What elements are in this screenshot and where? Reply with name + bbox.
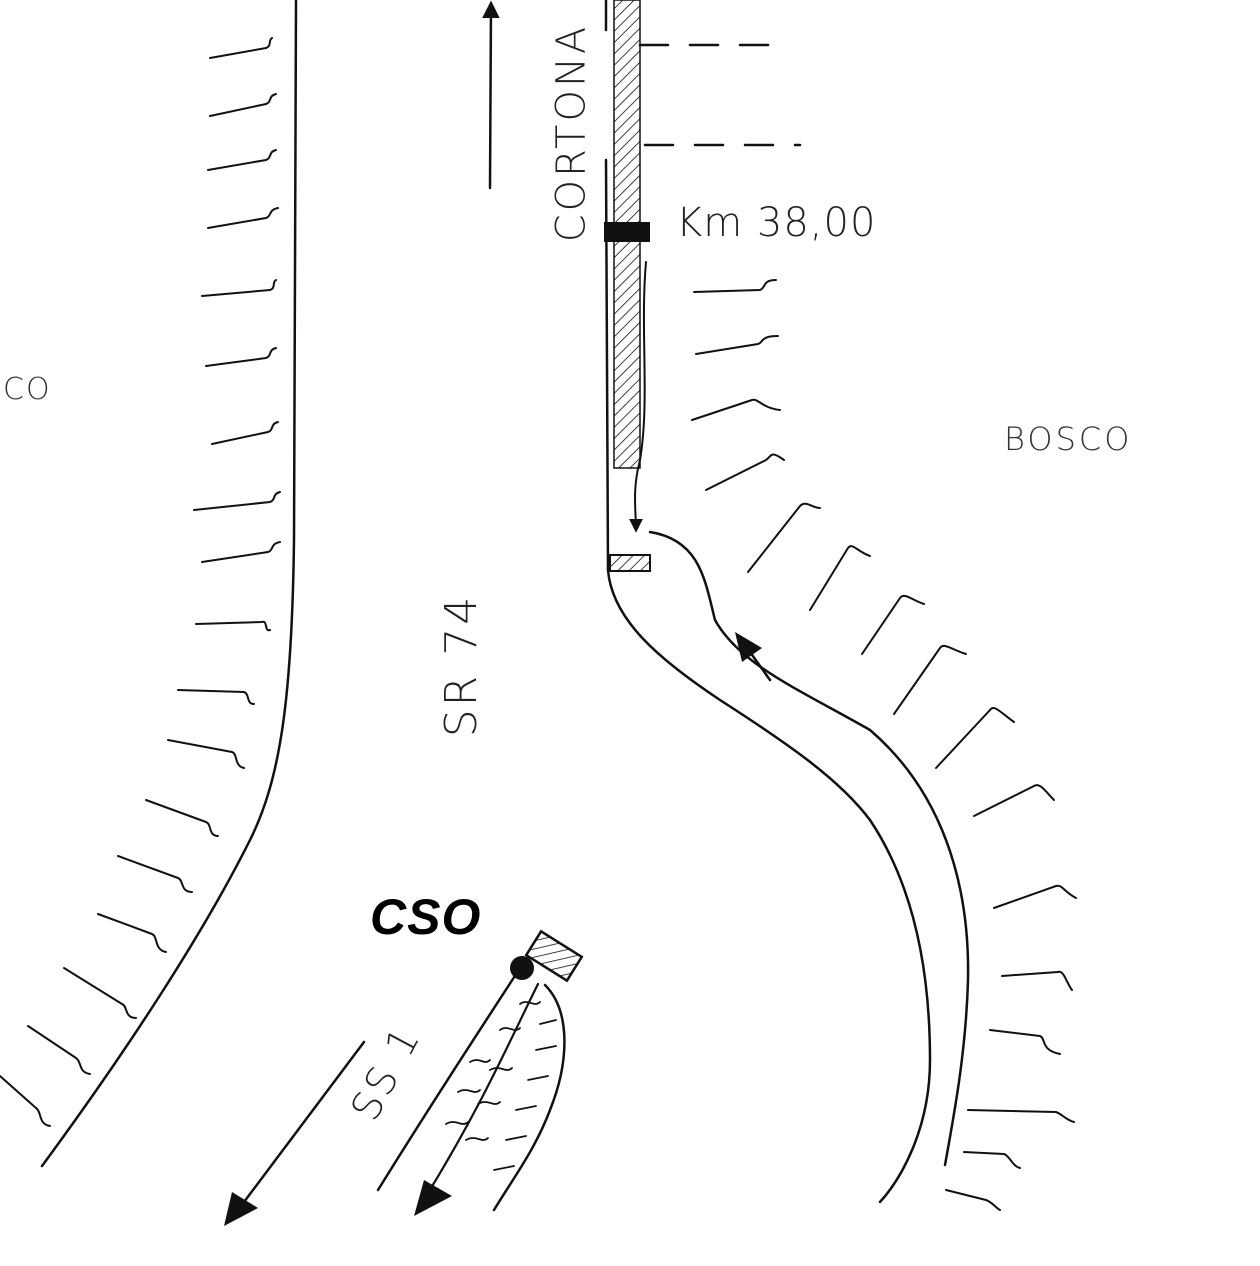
right-road-edge — [604, 0, 610, 572]
ramp-right-edge — [492, 983, 566, 1212]
ramp-left-edge — [376, 966, 522, 1192]
ramp-ticks — [445, 1001, 557, 1171]
left-road-edge — [40, 0, 298, 1168]
bosco-right-label: BOSCO — [1004, 420, 1133, 458]
side-lane-edge — [648, 530, 970, 1167]
right-road-edge-curve — [606, 568, 932, 1204]
cso-hatched-box — [524, 929, 584, 983]
cso-point — [510, 956, 534, 980]
ss1-arrowhead — [224, 1192, 258, 1226]
right-forest-marks — [691, 279, 1077, 1211]
bosco-left-label: SCO — [0, 372, 52, 407]
left-forest-marks — [0, 37, 281, 1127]
ramp-arrowhead — [414, 1180, 452, 1216]
side-lane-arrowhead — [735, 632, 762, 662]
divider-end-box — [609, 554, 651, 572]
ramp-middle-line — [418, 982, 540, 1208]
divider-down-arrow — [628, 261, 647, 533]
cso-label: CSO — [370, 889, 482, 945]
ss1-arrow — [236, 1040, 366, 1212]
sr74-road-label: SR 74 — [436, 593, 488, 738]
km-marker-bar — [604, 222, 650, 242]
cortona-label: CORTONA — [548, 23, 595, 243]
cortona-arrow — [482, 0, 500, 190]
km-marker-label: Km 38,00 — [676, 200, 877, 246]
